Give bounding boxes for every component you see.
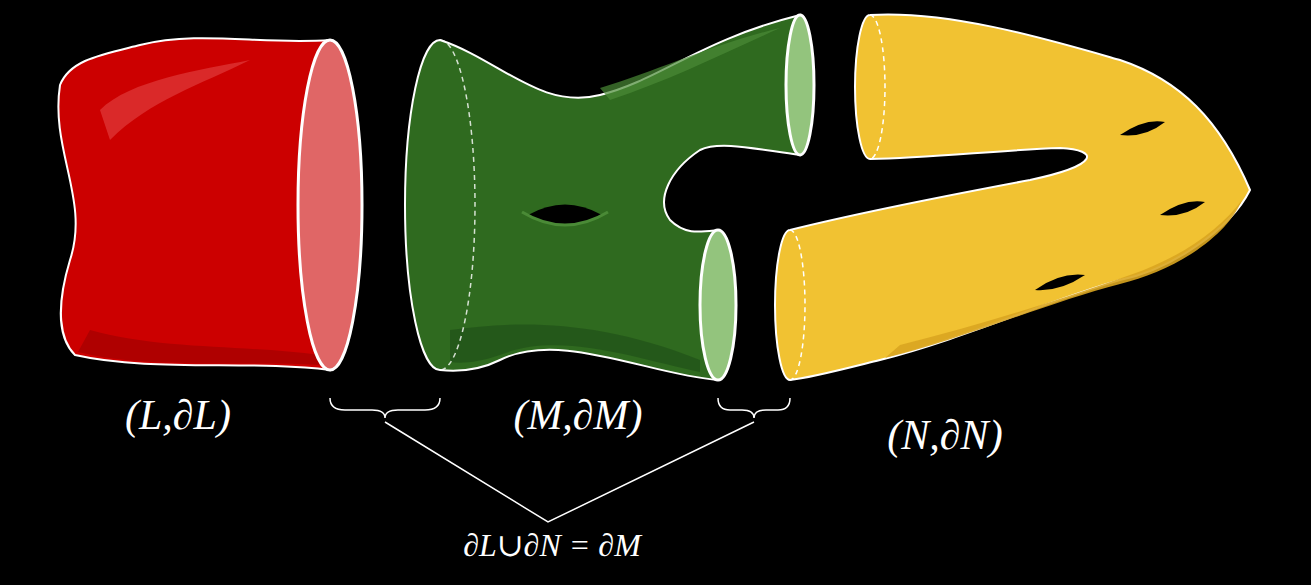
boundary-opening bbox=[298, 40, 362, 370]
manifold-l bbox=[58, 38, 362, 370]
boundary-equation: ∂L∪∂N = ∂M bbox=[463, 528, 641, 563]
highlight bbox=[100, 60, 250, 140]
manifold-body bbox=[58, 38, 330, 370]
hidden-edge bbox=[790, 230, 805, 380]
handle-hole bbox=[1120, 121, 1165, 135]
part-label: (N,∂N) bbox=[887, 412, 1002, 458]
boundary-opening bbox=[786, 15, 814, 155]
highlight bbox=[600, 28, 780, 100]
shading bbox=[450, 324, 700, 372]
handle-hole bbox=[1035, 275, 1085, 291]
manifold-n bbox=[775, 14, 1250, 380]
shading bbox=[78, 330, 320, 365]
curly-brace bbox=[330, 398, 440, 418]
manifold-body bbox=[775, 14, 1250, 380]
manifold-m bbox=[405, 15, 814, 380]
hidden-edge bbox=[440, 40, 475, 370]
handle-hole bbox=[1160, 201, 1205, 215]
manifold-body bbox=[405, 15, 800, 380]
hidden-edge bbox=[870, 15, 885, 159]
boundary-opening bbox=[700, 230, 736, 380]
part-label: (M,∂M) bbox=[513, 392, 642, 438]
shading bbox=[885, 200, 1242, 358]
hole-lip bbox=[522, 212, 608, 225]
part-label: (L,∂L) bbox=[125, 392, 231, 438]
curly-brace bbox=[718, 398, 790, 418]
